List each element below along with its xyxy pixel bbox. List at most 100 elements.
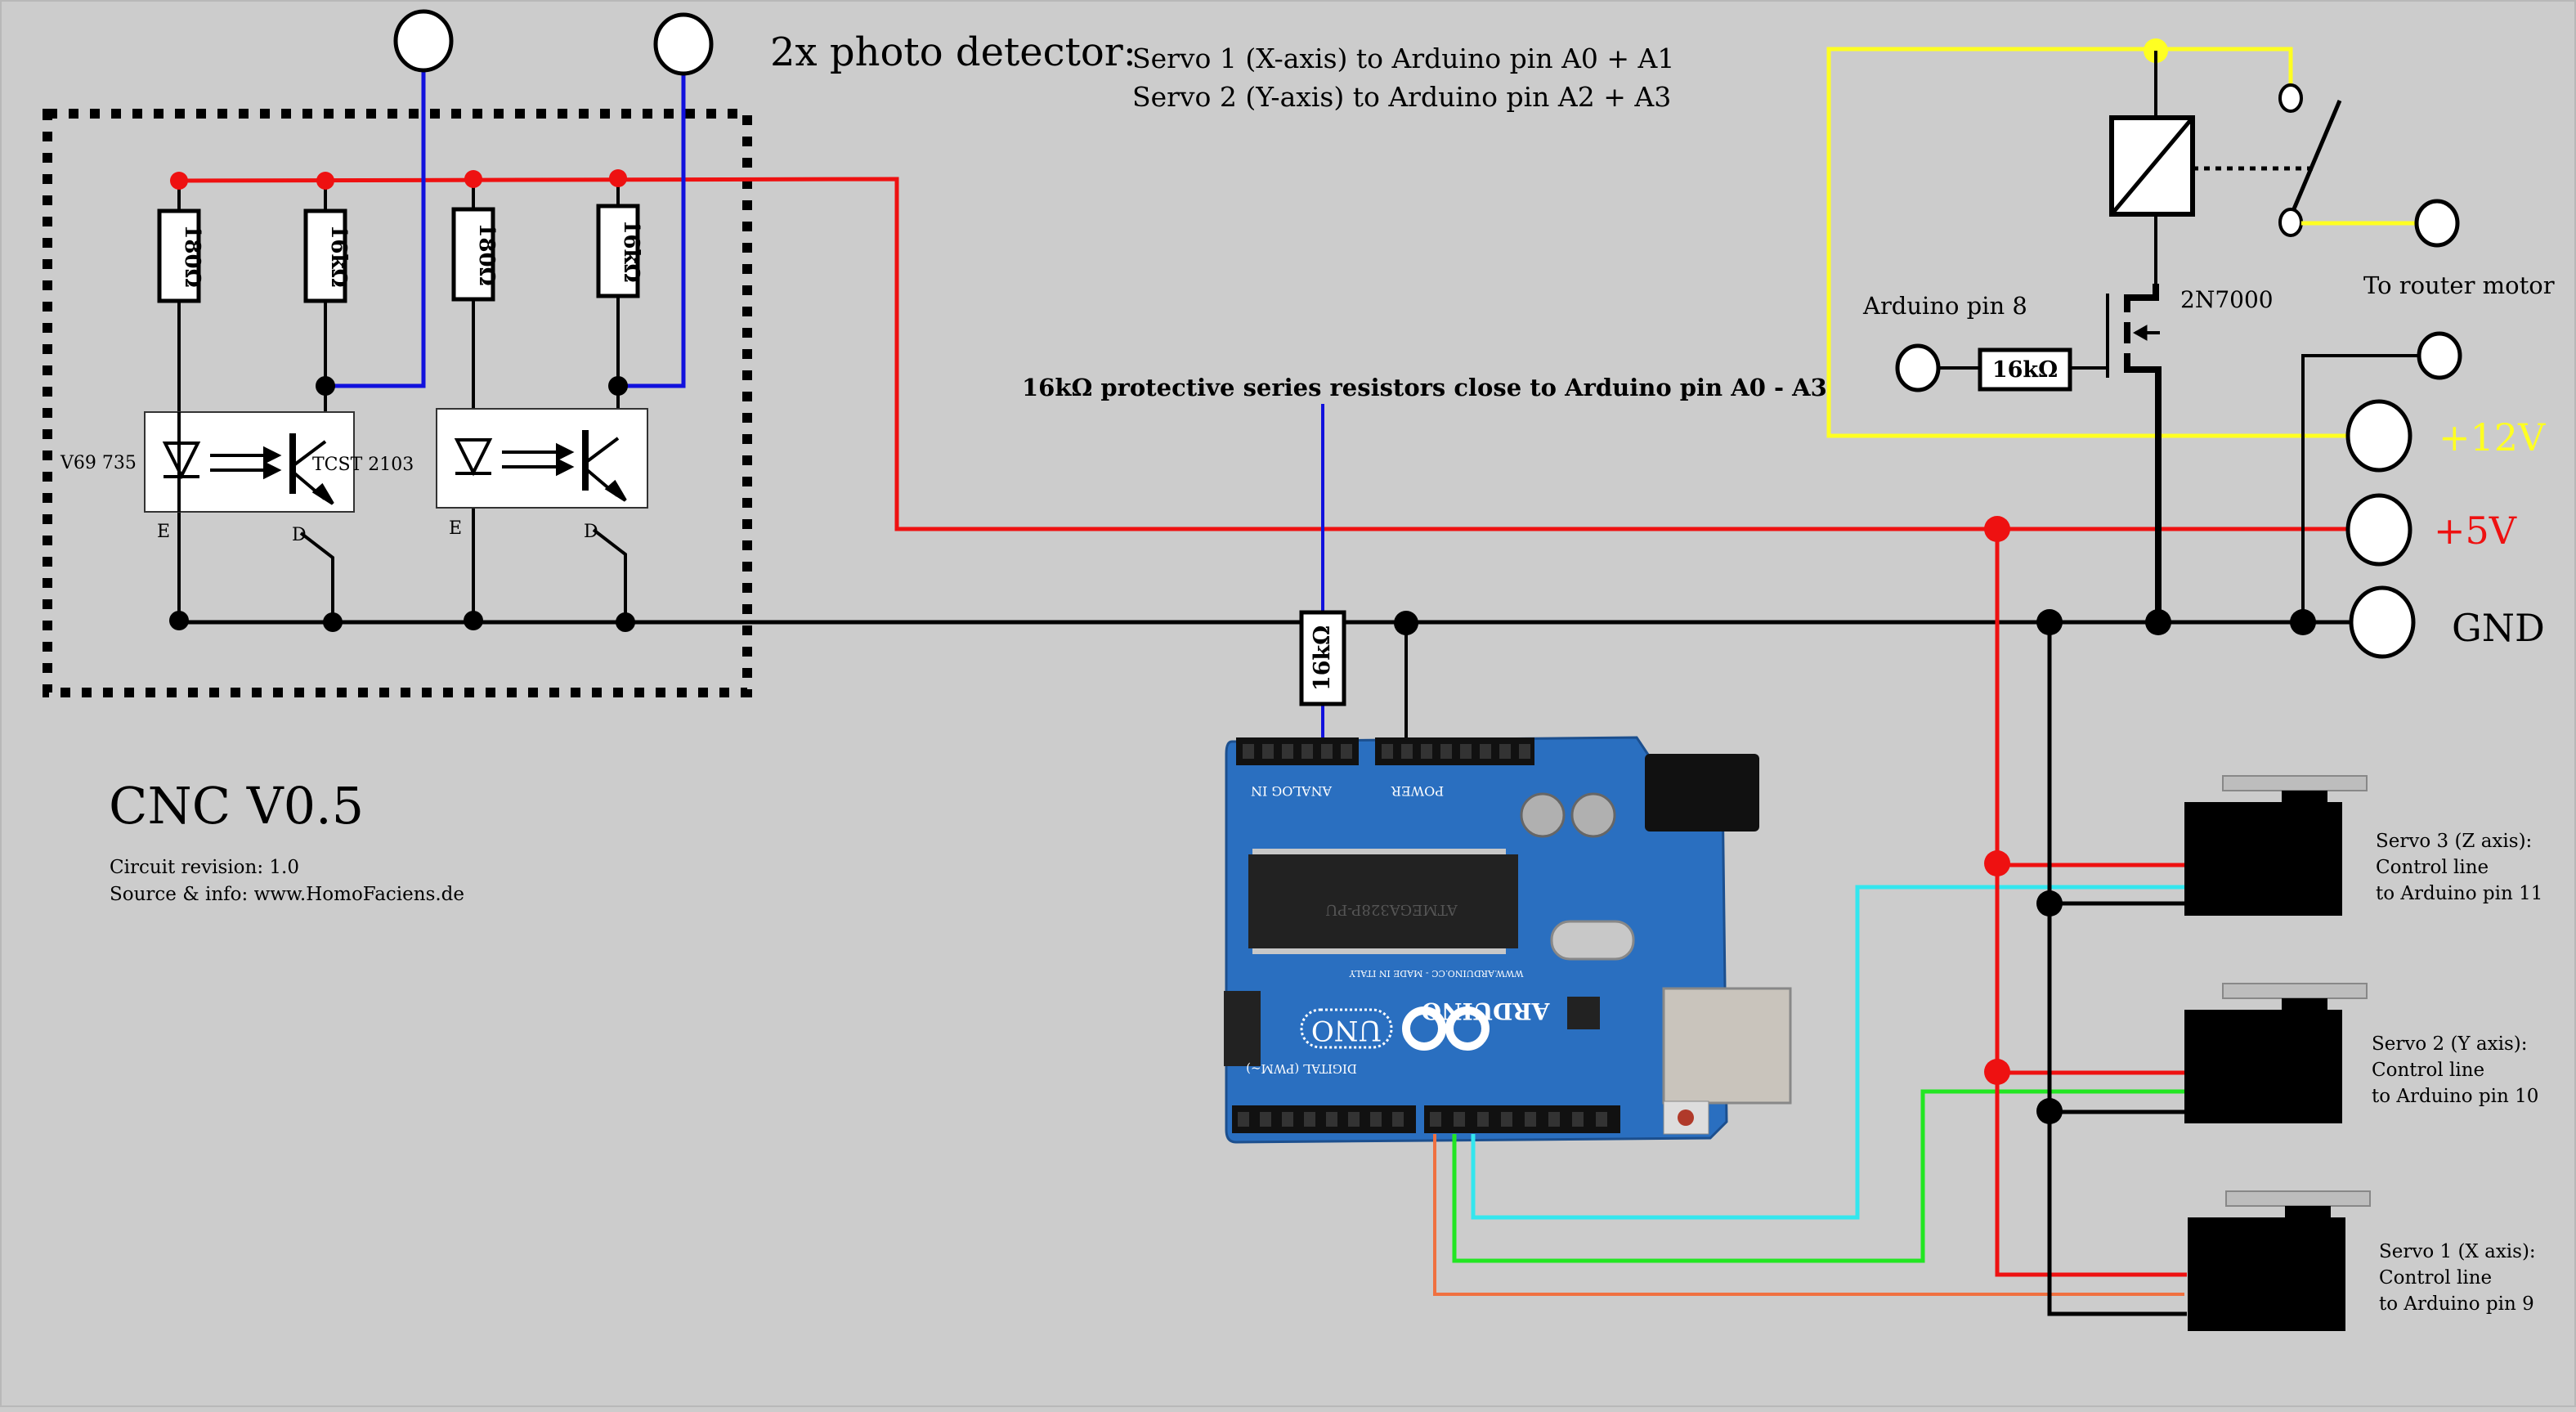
gnd-junction-motor (2290, 609, 2316, 635)
servo1-label-1: Servo 1 (X axis): (2379, 1241, 2536, 1262)
servo-1 (2188, 1190, 2371, 1331)
wire-motor-return (2301, 354, 2417, 622)
servo-3 (2184, 775, 2368, 916)
capacitor-2 (1570, 792, 1616, 838)
emitter-label-2: E (449, 518, 462, 539)
gnd-servo-junctions (2036, 609, 2063, 1124)
5v-servo-junctions (1984, 516, 2010, 1085)
wire-servo2-signal (1452, 1089, 2187, 1263)
gnd-junction-arduino (1394, 611, 1418, 635)
terminal-gnd[interactable] (2349, 585, 2416, 659)
led-diode-icon (454, 438, 493, 477)
dc-power-jack (1645, 754, 1759, 832)
reset-button-cap[interactable] (1678, 1109, 1694, 1126)
gate-resistor-label: 16kΩ (1992, 357, 2058, 383)
5v-junctions (170, 169, 627, 190)
digital-pin (1525, 1112, 1536, 1127)
title-source: Source & info: www.HomoFaciens.de (110, 884, 464, 905)
detector-label-1: D (292, 525, 307, 545)
resistor-r1: 180Ω (157, 208, 204, 303)
module-leads (177, 181, 627, 622)
website-label: WWW.ARDUINO.CC - MADE IN ITALY (1349, 968, 1524, 979)
arduino-pin8-label: Arduino pin 8 (1862, 292, 2027, 320)
servo1-label-3: to Arduino pin 9 (2379, 1293, 2534, 1315)
label-gnd: GND (2452, 606, 2545, 650)
digital-pin (1477, 1112, 1489, 1127)
servo3-label-3: to Arduino pin 11 (2376, 883, 2542, 904)
digital-pin (1392, 1112, 1404, 1127)
chip-label: ATMEGA328P-PU (1325, 901, 1458, 918)
detector-label-2: D (584, 522, 598, 542)
wire-5v-module (178, 177, 2350, 531)
power-label: POWER (1391, 783, 1444, 799)
digital-pin (1572, 1112, 1584, 1127)
label-12v: +12V (2439, 415, 2546, 459)
power-terminals: +12V +5V GND (2345, 399, 2546, 659)
servo2-label-1: Servo 2 (Y axis): (2372, 1033, 2528, 1055)
servo2-label-2: Control line (2372, 1060, 2484, 1081)
usb-connector (1662, 987, 1792, 1105)
header-pins (1243, 744, 1530, 759)
digital-pin (1304, 1112, 1315, 1127)
atmega-chip (1248, 854, 1518, 948)
motor-return-terminal[interactable] (2417, 331, 2462, 380)
optocoupler-2 (436, 408, 648, 509)
photo-detector-line1: Servo 1 (X-axis) to Arduino pin A0 + A1 (1132, 43, 1674, 74)
digital-pin (1596, 1112, 1607, 1127)
resistor-r2-label: 16kΩ (326, 224, 351, 287)
icsp-header (1224, 991, 1261, 1066)
infinity-logo-icon (1402, 1006, 1490, 1051)
digital-header-low (1232, 1105, 1416, 1133)
resistor-r4-label: 16kΩ (619, 219, 643, 282)
resistor-r3-label: 180Ω (474, 222, 499, 285)
servo1-label-2: Control line (2379, 1267, 2492, 1289)
switch-contact-bottom (2278, 208, 2303, 237)
arduino-pin8-terminal[interactable] (1895, 343, 1941, 392)
digital-pin (1548, 1112, 1560, 1127)
phototransistor-icon (289, 433, 334, 505)
uno-badge (1300, 1008, 1393, 1049)
phototransistor-icon (582, 430, 627, 502)
terminal-5v[interactable] (2345, 493, 2412, 567)
signal-terminal-1[interactable] (393, 9, 454, 73)
wire-servo3-signal (1471, 885, 2187, 1220)
capacitor-1 (1520, 792, 1566, 838)
title-revision: Circuit revision: 1.0 (110, 857, 299, 878)
mosfet-2n7000-icon (2106, 284, 2162, 623)
protective-note: 16kΩ protective series resistors close t… (1022, 374, 1827, 401)
series-resistor: 16kΩ (1299, 610, 1346, 706)
crystal (1550, 920, 1635, 961)
optocoupler-1 (144, 411, 355, 513)
photo-detector-module: 180Ω 16kΩ 180Ω 16kΩ (43, 9, 2350, 697)
uno-label: UNO (1311, 1014, 1382, 1047)
digital-pin (1238, 1112, 1249, 1127)
analog-in-label: ANALOG IN (1251, 783, 1333, 799)
signal-wire-2 (618, 70, 686, 388)
router-motor-label: To router motor (2363, 271, 2555, 299)
arduino-uno-board[interactable]: ANALOG IN POWER ATMEGA328P-PU WWW.ARDUIN… (1224, 736, 1792, 1144)
digital-label: DIGITAL (PWM~) (1246, 1061, 1357, 1076)
wire-gnd-servo-bus (2047, 622, 2187, 1316)
relay-coil-icon (2109, 115, 2195, 217)
emitter-label-1: E (157, 522, 170, 542)
mosfet-label: 2N7000 (2180, 286, 2274, 313)
signal-terminal-2[interactable] (653, 12, 714, 76)
relay-circuit: 16kΩ Arduino pin 8 2N7000 To router moto… (1826, 38, 2555, 635)
digital-pin (1348, 1112, 1360, 1127)
resistor-r3: 180Ω (451, 207, 499, 302)
terminal-12v[interactable] (2345, 399, 2412, 473)
photo-detector-heading: 2x photo detector: (770, 29, 1136, 75)
label-5v: +5V (2434, 509, 2517, 553)
digital-pin (1430, 1112, 1441, 1127)
emitter-part-label: V69 735 (60, 453, 137, 473)
servo3-label-2: Control line (2376, 857, 2489, 878)
photo-detector-line2: Servo 2 (Y-axis) to Arduino pin A2 + A3 (1132, 81, 1671, 113)
servo-2 (2184, 983, 2368, 1123)
wire-5v-servo-bus (1995, 529, 2187, 1277)
router-motor-terminal[interactable] (2414, 199, 2460, 248)
detector-part-label: TCST 2103 (312, 455, 414, 475)
wire-12v-loop (1826, 47, 2350, 438)
wire-servo1-signal (1433, 1134, 2184, 1296)
